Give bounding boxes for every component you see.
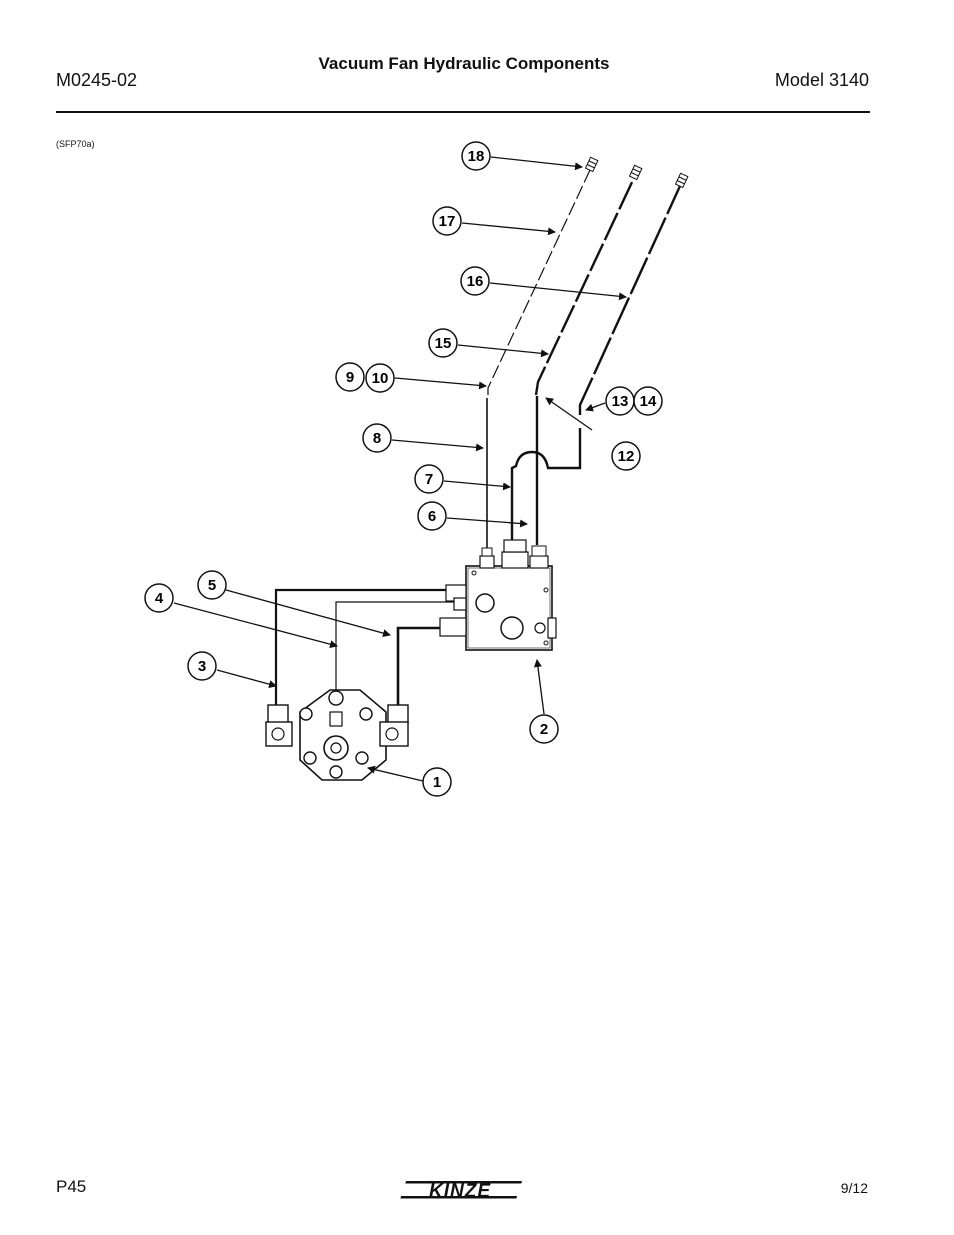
svg-text:14: 14 — [640, 393, 657, 410]
callout-18: 18 — [461, 141, 491, 171]
page-number: P45 — [56, 1177, 87, 1196]
svg-text:16: 16 — [467, 273, 484, 290]
callout-12: 12 — [611, 441, 641, 471]
callouts: 18 17 16 15 9 10 8 7 6 13 14 12 5 4 3 2 … — [144, 141, 663, 797]
valve-block — [439, 539, 557, 651]
hose-left-upper — [487, 169, 591, 395]
hose-3 — [274, 588, 446, 705]
svg-text:17: 17 — [439, 213, 456, 230]
svg-text:12: 12 — [618, 448, 635, 465]
document-number: M0245-02 — [56, 70, 138, 90]
callout-8: 8 — [362, 423, 392, 453]
callout-4: 4 — [144, 583, 174, 613]
callout-14: 14 — [633, 386, 663, 416]
callout-7: 7 — [414, 464, 444, 494]
figure-code: (SFP70a) — [56, 139, 95, 149]
page-title: Vacuum Fan Hydraulic Components — [318, 54, 610, 73]
hose-tips — [584, 156, 689, 189]
callout-15: 15 — [428, 328, 458, 358]
hydraulic-motor — [265, 689, 409, 781]
svg-text:1: 1 — [433, 774, 441, 791]
hose-right-upper — [578, 185, 682, 415]
svg-text:13: 13 — [612, 393, 629, 410]
motor-hoses — [274, 588, 454, 705]
hose-lines — [486, 169, 682, 555]
svg-text:10: 10 — [372, 370, 389, 387]
callout-17: 17 — [432, 206, 462, 236]
callout-6: 6 — [417, 501, 447, 531]
hose-5 — [396, 626, 440, 705]
callout-16: 16 — [460, 266, 490, 296]
callout-13: 13 — [605, 386, 635, 416]
callout-9: 9 — [335, 362, 365, 392]
callout-3: 3 — [187, 651, 217, 681]
header-divider — [56, 111, 870, 113]
hose-4 — [335, 601, 454, 690]
svg-text:4: 4 — [155, 590, 164, 607]
svg-text:9: 9 — [346, 369, 354, 386]
svg-text:7: 7 — [425, 471, 433, 488]
model-label: Model 3140 — [774, 70, 869, 90]
svg-text:15: 15 — [435, 335, 452, 352]
hose-right-loop — [510, 428, 582, 545]
svg-text:18: 18 — [468, 148, 485, 165]
svg-text:5: 5 — [208, 577, 216, 594]
leader-lines — [173, 156, 627, 782]
kinze-logo: KINZE — [400, 1181, 523, 1202]
revision-date: 9/12 — [840, 1180, 868, 1196]
callout-5: 5 — [197, 570, 227, 600]
callout-1: 1 — [422, 767, 452, 797]
callout-10: 10 — [365, 363, 395, 393]
svg-text:8: 8 — [373, 430, 381, 447]
callout-2: 2 — [529, 714, 559, 744]
svg-text:2: 2 — [540, 721, 548, 738]
svg-text:6: 6 — [428, 508, 436, 525]
svg-text:KINZE: KINZE — [429, 1181, 491, 1202]
hose-middle-upper — [534, 177, 636, 396]
svg-text:3: 3 — [198, 658, 206, 675]
